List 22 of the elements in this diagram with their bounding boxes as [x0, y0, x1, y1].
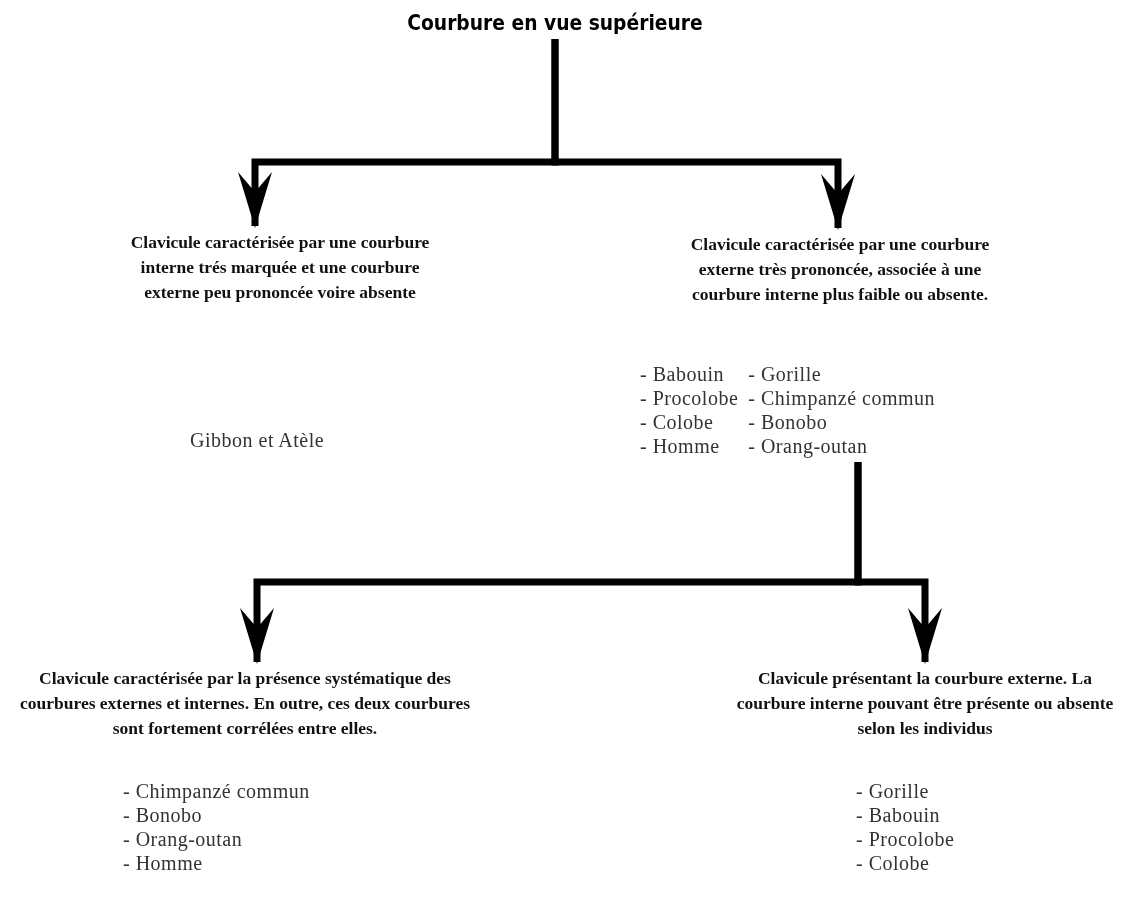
species-name: - Bonobo — [748, 410, 828, 434]
species-name: - Babouin — [856, 803, 940, 827]
title-text: Courbure en vue supérieure — [406, 10, 704, 35]
description-text: Clavicule caractérisée par une courbure interne trés marquée et une courbure externe peu prononcée voire absente — [129, 231, 431, 304]
species-name: - Procolobe — [856, 827, 955, 851]
species-name: - Gorille — [856, 779, 929, 803]
species-name: - Homme — [640, 434, 720, 458]
species-name: - Colobe — [640, 410, 714, 434]
species-name: - Chimpanzé commun — [748, 386, 935, 410]
species-name: Gibbon et Atèle — [190, 428, 325, 452]
description-text: Clavicule caractérisée par la présence systématique des courbures externes et internes. En outre, ces deux courbures sont fortement corrélées entre elles. — [18, 667, 472, 740]
description-text: Clavicule présentant la courbure externe. La courbure interne pouvant être présente ou absente selon les individus — [735, 667, 1115, 740]
species-name: - Gorille — [748, 362, 822, 386]
species-name: - Procolobe — [640, 386, 739, 410]
species-name: - Orang-outan — [123, 827, 243, 851]
species-name: - Orang-outan — [748, 434, 868, 458]
species-name: - Babouin — [640, 362, 724, 386]
species-name: - Homme — [123, 851, 203, 875]
species-name: - Chimpanzé commun — [123, 779, 310, 803]
species-name: - Bonobo — [123, 803, 202, 827]
description-text: Clavicule caractérisée par une courbure externe très prononcée, associée à une courbure interne plus faible ou absente. — [689, 233, 991, 306]
species-name: - Colobe — [856, 851, 930, 875]
